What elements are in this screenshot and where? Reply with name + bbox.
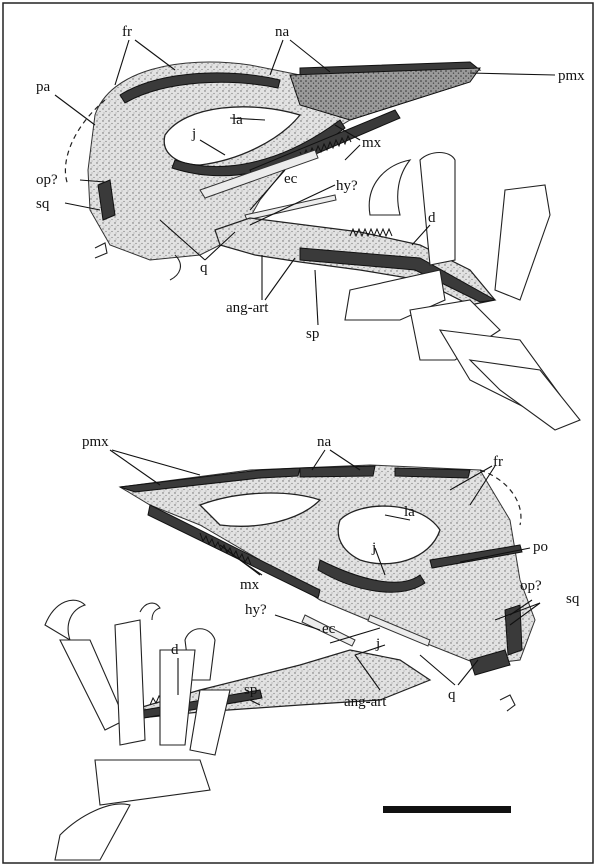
lower-hand [45, 600, 230, 860]
upper-label-la: la [232, 112, 243, 128]
upper-label-fr: fr [122, 24, 132, 40]
scale-bar [383, 806, 511, 813]
lower-finger-1 [60, 640, 125, 730]
lower-crack-right [500, 695, 515, 711]
upper-label-pa: pa [36, 79, 51, 95]
lower-nasal-bar [300, 466, 375, 477]
lower-label-mx: mx [240, 577, 260, 593]
lower-label-sq: sq [566, 591, 580, 607]
lower-finger-2 [115, 620, 145, 745]
upper-label-na: na [275, 24, 290, 40]
upper-label-hy: hy? [336, 178, 358, 194]
upper-claw-1 [369, 160, 410, 215]
upper-crack-left [95, 243, 107, 258]
upper-finger-4 [470, 360, 580, 430]
lower-label-sp: sp [244, 682, 257, 698]
upper-label-mx: mx [362, 135, 382, 151]
upper-label-q: q [200, 260, 208, 276]
lower-label-pmx: pmx [82, 434, 109, 450]
upper-label-pmx: pmx [558, 68, 585, 84]
lower-claw-1 [45, 600, 85, 640]
lower-label-ec: ec [322, 621, 336, 637]
upper-label-sq: sq [36, 196, 50, 212]
lower-label-la: la [404, 504, 415, 520]
lower-label-j-lower: j [375, 636, 380, 652]
upper-label-sp: sp [306, 326, 319, 342]
upper-label-d: d [428, 210, 436, 226]
lower-label-fr: fr [493, 454, 503, 470]
lower-label-ang-art: ang-art [344, 694, 387, 710]
lower-label-q: q [448, 687, 456, 703]
upper-label-ec: ec [284, 171, 298, 187]
lower-forearm [55, 804, 130, 860]
upper-claw-3 [495, 185, 550, 300]
lower-crack-top [140, 603, 160, 620]
upper-label-op: op? [36, 172, 58, 188]
lower-label-op: op? [520, 578, 542, 594]
upper-crack-bottom [170, 255, 180, 280]
upper-label-j: j [191, 126, 196, 142]
lower-label-hy: hy? [245, 602, 267, 618]
lower-label-j-upper: j [371, 540, 376, 556]
lower-label-po: po [533, 539, 548, 555]
upper-label-ang-art: ang-art [226, 300, 269, 316]
lower-frontal-bar [395, 468, 470, 478]
lower-label-d: d [171, 642, 179, 658]
lower-label-na: na [317, 434, 332, 450]
lower-wrist [95, 760, 210, 805]
